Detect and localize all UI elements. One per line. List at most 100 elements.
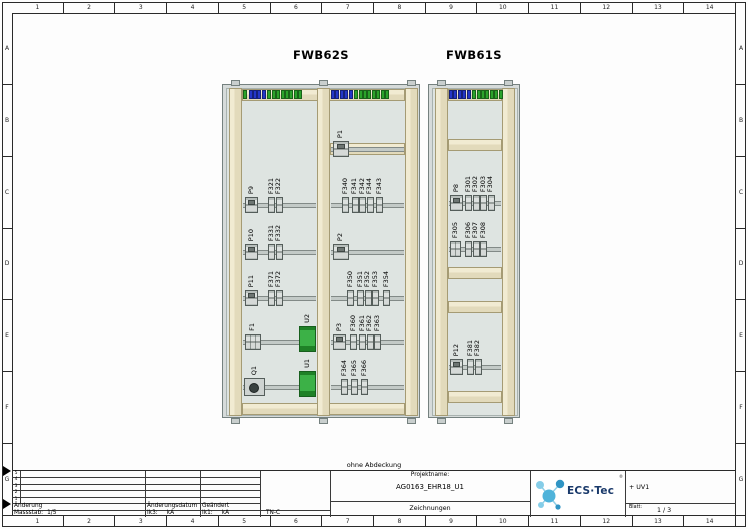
device-f363	[374, 334, 381, 350]
terminal-block-green	[243, 90, 247, 99]
terminal-block-green	[371, 90, 376, 99]
terminal-block-green	[267, 90, 272, 99]
revision-row-number: 3	[14, 483, 18, 489]
ruler-top-col-1: 1	[12, 2, 64, 13]
device-f352	[364, 290, 372, 306]
device-f303	[480, 195, 487, 211]
mounting-tab	[231, 418, 240, 424]
device-label-f353: F353	[370, 270, 379, 287]
device-label-q1: Q1	[249, 365, 258, 375]
terminal-block-green	[494, 90, 499, 99]
tb-divider	[145, 471, 146, 517]
device-label-f344: F344	[365, 177, 373, 194]
device-label-f322: F322	[274, 177, 282, 194]
device-display	[336, 247, 346, 252]
device-display	[247, 200, 255, 205]
din-rail	[243, 385, 316, 390]
tb-divider	[200, 471, 201, 517]
terminal-block-blue	[462, 90, 467, 99]
ruler-right-row-A: A	[736, 13, 746, 85]
device-label-f354: F354	[381, 270, 390, 287]
device-f308	[480, 241, 487, 257]
cabinet-title: FWB62S	[293, 48, 349, 62]
tb-divider	[530, 471, 531, 517]
device-f307	[472, 241, 480, 257]
device-label-p1: P1	[336, 129, 344, 138]
ruler-bottom-col-13: 13	[633, 516, 685, 527]
blatt-label: Blatt:	[629, 505, 642, 510]
device-f344	[366, 197, 374, 213]
ruler-top-col-12: 12	[581, 2, 633, 13]
device-p3	[333, 334, 346, 350]
ruler-bottom-col-12: 12	[581, 516, 633, 527]
device-label-u1: U1	[302, 359, 311, 368]
revision-row-number: 1	[14, 496, 18, 502]
device-f305	[450, 241, 461, 257]
vertical-rail	[405, 88, 418, 416]
ruler-bottom-col-11: 11	[529, 516, 581, 527]
terminal-block-green	[354, 90, 359, 99]
device-f362	[366, 334, 374, 350]
mounting-tab	[407, 418, 416, 424]
device-label-f372: F372	[274, 270, 282, 287]
device-f364	[341, 379, 348, 395]
device-p1	[333, 141, 349, 157]
cabinet-title: FWB61S	[446, 48, 502, 62]
device-label-u2: U2	[302, 314, 311, 323]
massstab-value: 1/5	[47, 510, 57, 516]
device-label-f382: F382	[473, 339, 481, 356]
device-label-p8: P8	[451, 183, 460, 192]
massstab-field: Massstab:1/5	[14, 510, 56, 517]
terminal-block-green	[367, 90, 372, 99]
mounting-rail	[448, 301, 502, 313]
title-block: 5 4 3 2 1 Änderung Änderungsdatum Geände…	[12, 470, 736, 517]
device-p2	[333, 244, 349, 260]
terminal-block-blue	[257, 90, 262, 99]
device-label-f340: F340	[340, 177, 349, 194]
terminal-block-green	[476, 90, 481, 99]
terminal-block-blue	[453, 90, 458, 99]
blatt-value: 1 / 3	[657, 507, 672, 514]
device-f342	[359, 197, 366, 213]
device-f302	[472, 195, 480, 211]
device-label-p10: P10	[246, 228, 255, 241]
device-display	[247, 293, 255, 298]
device-label-f360: F360	[348, 314, 357, 331]
netzform: TN-C	[266, 510, 281, 516]
ecs-tec-logo: ECS·Tec ®	[531, 472, 624, 515]
terminal-block-green	[289, 90, 294, 99]
ruler-top-col-3: 3	[115, 2, 168, 13]
tb-divider	[12, 483, 260, 485]
device-label-f1: F1	[248, 323, 256, 331]
device-f366	[361, 379, 368, 395]
ruler-bottom-col-3: 3	[115, 516, 168, 527]
device-p12	[450, 359, 463, 375]
device-display	[335, 337, 343, 342]
mounting-rail	[448, 139, 502, 151]
device-f360	[350, 334, 357, 350]
device-f306	[465, 241, 472, 257]
ruler-left-row-B: B	[2, 85, 12, 157]
device-f354	[383, 290, 390, 306]
projektname-label: Projektname:	[410, 472, 450, 478]
terminal-block-blue	[348, 90, 353, 99]
device-display	[247, 247, 255, 252]
terminal-block-blue	[466, 90, 471, 99]
ruler-right-row-C: C	[736, 157, 746, 229]
section-label: Zeichnungen	[409, 505, 451, 512]
vertical-rail	[502, 88, 515, 416]
device-label-f307: F307	[471, 221, 479, 238]
device-display	[452, 362, 460, 367]
terminal-block-blue	[335, 90, 340, 99]
terminal-block-green	[485, 90, 490, 99]
ruler-bottom-col-2: 2	[64, 516, 116, 527]
revision-row-number: 5	[14, 471, 18, 476]
terminal-block-green	[285, 90, 289, 99]
ruler-top-col-9: 9	[426, 2, 478, 13]
device-f381	[467, 359, 474, 375]
device-p9	[245, 197, 258, 213]
registered-mark: ®	[619, 474, 623, 479]
mounting-rail	[448, 267, 502, 279]
terminal-block-green	[385, 90, 389, 99]
device-label-p3: P3	[334, 322, 343, 331]
